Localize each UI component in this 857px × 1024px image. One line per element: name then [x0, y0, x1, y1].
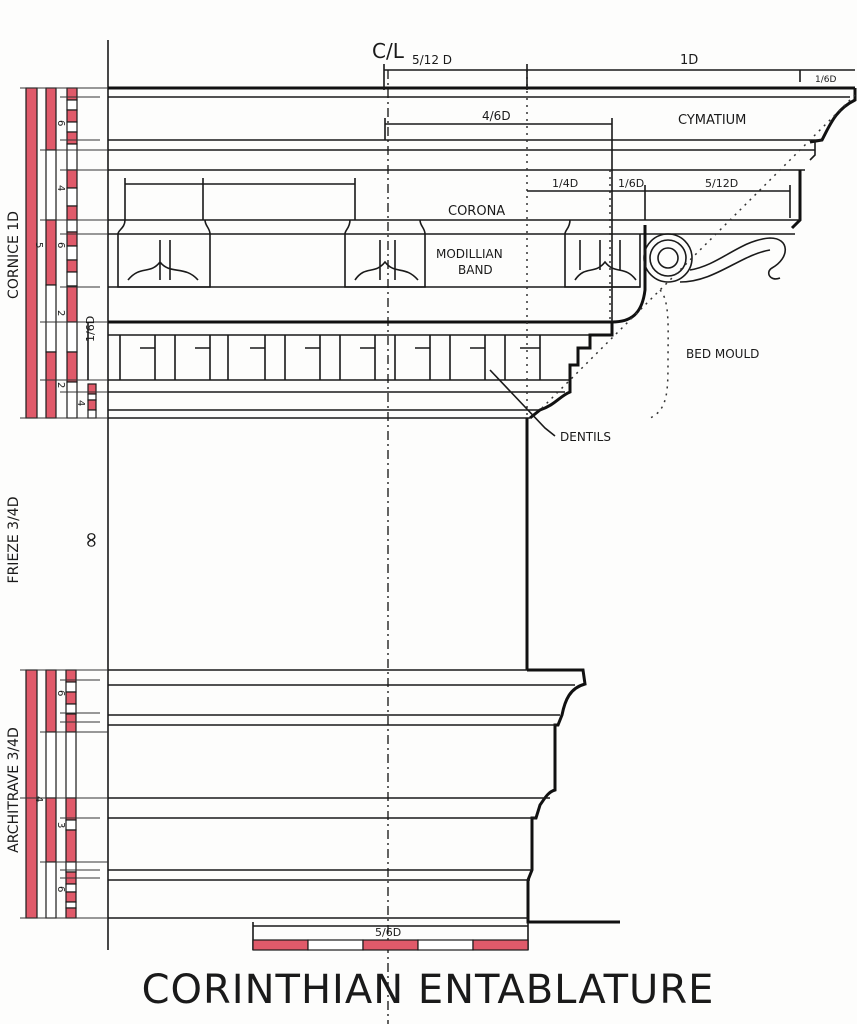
label-dentils: DENTILS: [560, 430, 611, 444]
svg-text:2: 2: [55, 382, 66, 388]
dentils-leader: [489, 369, 556, 437]
frieze-symbol: ∞: [79, 531, 104, 549]
dim-projection-small: 1/6D: [815, 75, 836, 85]
cornice-scale: [20, 87, 108, 419]
svg-text:4: 4: [75, 400, 86, 406]
architrave-profile: [108, 668, 620, 924]
label-corona: CORONA: [448, 204, 505, 219]
drawing-title: CORINTHIAN ENTABLATURE: [142, 967, 715, 1013]
projection-diagonal: [539, 94, 856, 411]
dim-corona-b: 1/6D: [618, 177, 644, 190]
svg-text:6: 6: [55, 120, 66, 126]
cornice-profile: [108, 86, 857, 420]
bed-mould-brace: [649, 289, 669, 419]
svg-text:2: 2: [55, 310, 66, 316]
label-modillion-band-1: MODILLIAN: [436, 247, 503, 261]
dimension-lines: [124, 64, 855, 322]
dentil-height-label: 1/6D: [84, 316, 97, 342]
architrave-label: ARCHITRAVE 3/4D: [6, 727, 22, 853]
dim-corona-a: 1/4D: [552, 177, 578, 190]
svg-text:6: 6: [55, 886, 66, 892]
dim-modillion-spacing: 4/6D: [482, 109, 511, 123]
svg-text:6: 6: [55, 242, 66, 248]
dentils: [119, 335, 541, 380]
svg-text:4: 4: [33, 796, 44, 802]
svg-text:4: 4: [55, 185, 66, 191]
dim-corona-c: 5/12D: [705, 177, 738, 190]
scale-bar-label: 5/6D: [375, 926, 401, 939]
centerline-symbol: C/L: [372, 39, 405, 63]
modillions: [117, 219, 641, 288]
frieze-label: FRIEZE 3/4D: [6, 497, 22, 584]
label-modillion-band-2: BAND: [458, 263, 493, 277]
architrave-scale: [20, 669, 108, 919]
dim-top-left: 5/12 D: [412, 53, 452, 67]
svg-text:3: 3: [55, 822, 66, 828]
scroll-modillion: [643, 233, 787, 283]
cornice-scale-numbers: 6 4 5 6 2 2 4: [33, 120, 86, 406]
label-bed-mould: BED MOULD: [686, 347, 759, 361]
architrave-scale-numbers: 6 4 3 6: [33, 690, 66, 892]
graphic-scale-bar: [252, 922, 529, 951]
label-cymatium: CYMATIUM: [678, 113, 746, 128]
cornice-label: CORNICE 1D: [6, 211, 22, 299]
svg-text:5: 5: [33, 242, 44, 248]
svg-text:6: 6: [55, 690, 66, 696]
dim-top-right: 1D: [680, 53, 698, 68]
